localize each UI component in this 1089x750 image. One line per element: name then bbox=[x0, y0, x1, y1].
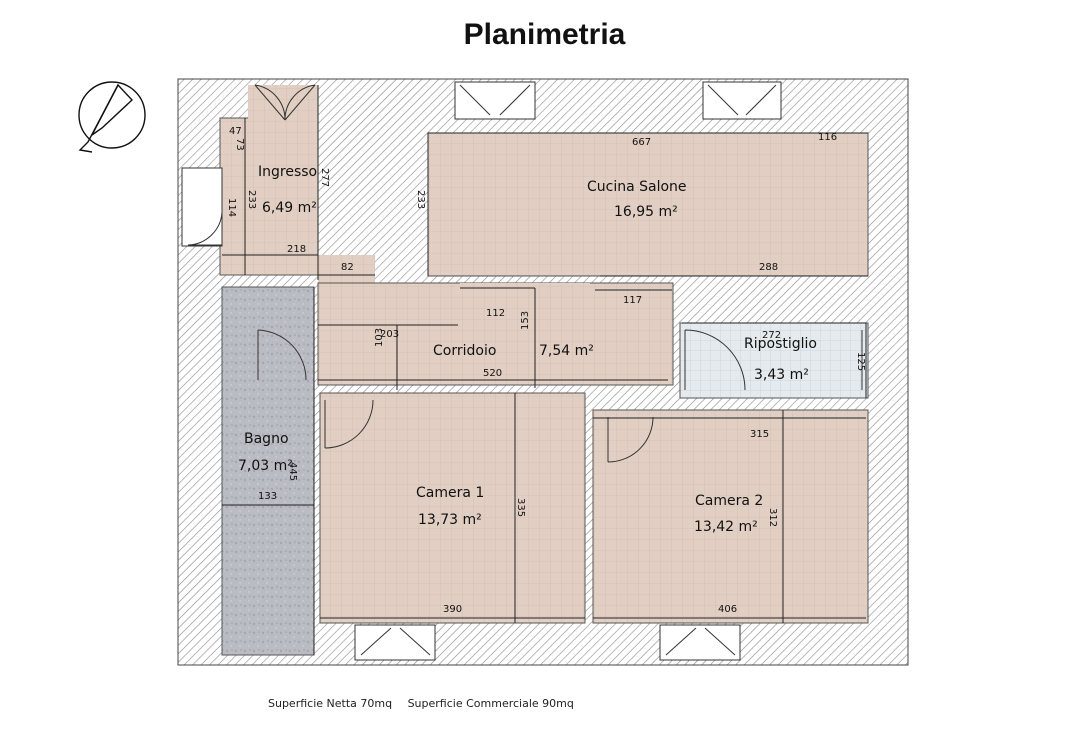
room-area-camera-2: 13,42 m² bbox=[694, 519, 758, 535]
dim-117: 117 bbox=[623, 295, 642, 306]
dim-218: 218 bbox=[287, 244, 306, 255]
dim-233-cucina: 233 bbox=[415, 190, 426, 209]
room-area-ripostiglio: 3,43 m² bbox=[754, 367, 809, 383]
room-label-camera-1: Camera 1 bbox=[416, 485, 484, 501]
dim-116: 116 bbox=[818, 132, 837, 143]
room-area-ingresso: 6,49 m² bbox=[262, 200, 317, 216]
dim-277: 277 bbox=[319, 168, 330, 187]
dim-272: 272 bbox=[762, 330, 781, 341]
room-camera-1 bbox=[319, 392, 586, 624]
room-area-cucina: 16,95 m² bbox=[614, 204, 678, 220]
room-bagno bbox=[221, 286, 315, 656]
window-top-2 bbox=[702, 81, 782, 120]
dim-112: 112 bbox=[486, 308, 505, 319]
dim-203: 203 bbox=[380, 329, 399, 340]
room-label-ingresso: Ingresso bbox=[258, 164, 317, 180]
room-label-ripostiglio: Ripostiglio bbox=[744, 336, 817, 352]
dim-288: 288 bbox=[759, 262, 778, 273]
room-area-bagno: 7,03 m² bbox=[238, 458, 293, 474]
window-left bbox=[181, 167, 223, 247]
room-area-corridoio: 7,54 m² bbox=[539, 343, 594, 359]
room-label-corridoio: Corridoio bbox=[433, 343, 496, 359]
room-camera-2 bbox=[592, 409, 869, 624]
dim-667: 667 bbox=[632, 137, 651, 148]
dim-133: 133 bbox=[258, 491, 277, 502]
room-cucina-salone bbox=[427, 132, 869, 277]
dim-114: 114 bbox=[226, 198, 237, 217]
dim-312: 312 bbox=[767, 508, 778, 527]
footer: Superficie Netta 70mq Superficie Commerc… bbox=[268, 697, 586, 710]
dim-233-ingresso: 233 bbox=[246, 190, 257, 209]
window-top-1 bbox=[454, 81, 536, 120]
room-area-camera-1: 13,73 m² bbox=[418, 512, 482, 528]
dim-445: 445 bbox=[287, 462, 298, 481]
dim-520: 520 bbox=[483, 368, 502, 379]
dim-315: 315 bbox=[750, 429, 769, 440]
dim-390: 390 bbox=[443, 604, 462, 615]
dim-153: 153 bbox=[520, 311, 531, 330]
net-area-text: Superficie Netta 70mq bbox=[268, 697, 393, 710]
plan-title: Planimetria bbox=[463, 18, 626, 51]
dimension-lines bbox=[222, 85, 868, 655]
dim-82: 82 bbox=[341, 262, 354, 273]
window-bottom-1 bbox=[354, 624, 436, 661]
room-label-cucina: Cucina Salone bbox=[587, 179, 687, 195]
dim-406: 406 bbox=[718, 604, 737, 615]
room-ingresso-ext bbox=[248, 85, 318, 120]
dim-47: 47 bbox=[229, 126, 242, 137]
room-ingresso-passage bbox=[318, 255, 375, 285]
north-arrow-icon bbox=[78, 81, 146, 153]
room-label-camera-2: Camera 2 bbox=[695, 493, 763, 509]
commercial-area-text: Superficie Commerciale 90mq bbox=[407, 697, 574, 710]
dim-73: 73 bbox=[234, 138, 245, 151]
window-bottom-2 bbox=[659, 624, 741, 661]
room-label-bagno: Bagno bbox=[244, 431, 289, 447]
dim-335: 335 bbox=[515, 498, 526, 517]
dim-103: 103 bbox=[374, 328, 385, 347]
dim-125: 125 bbox=[855, 352, 866, 371]
door-swings bbox=[187, 84, 863, 656]
